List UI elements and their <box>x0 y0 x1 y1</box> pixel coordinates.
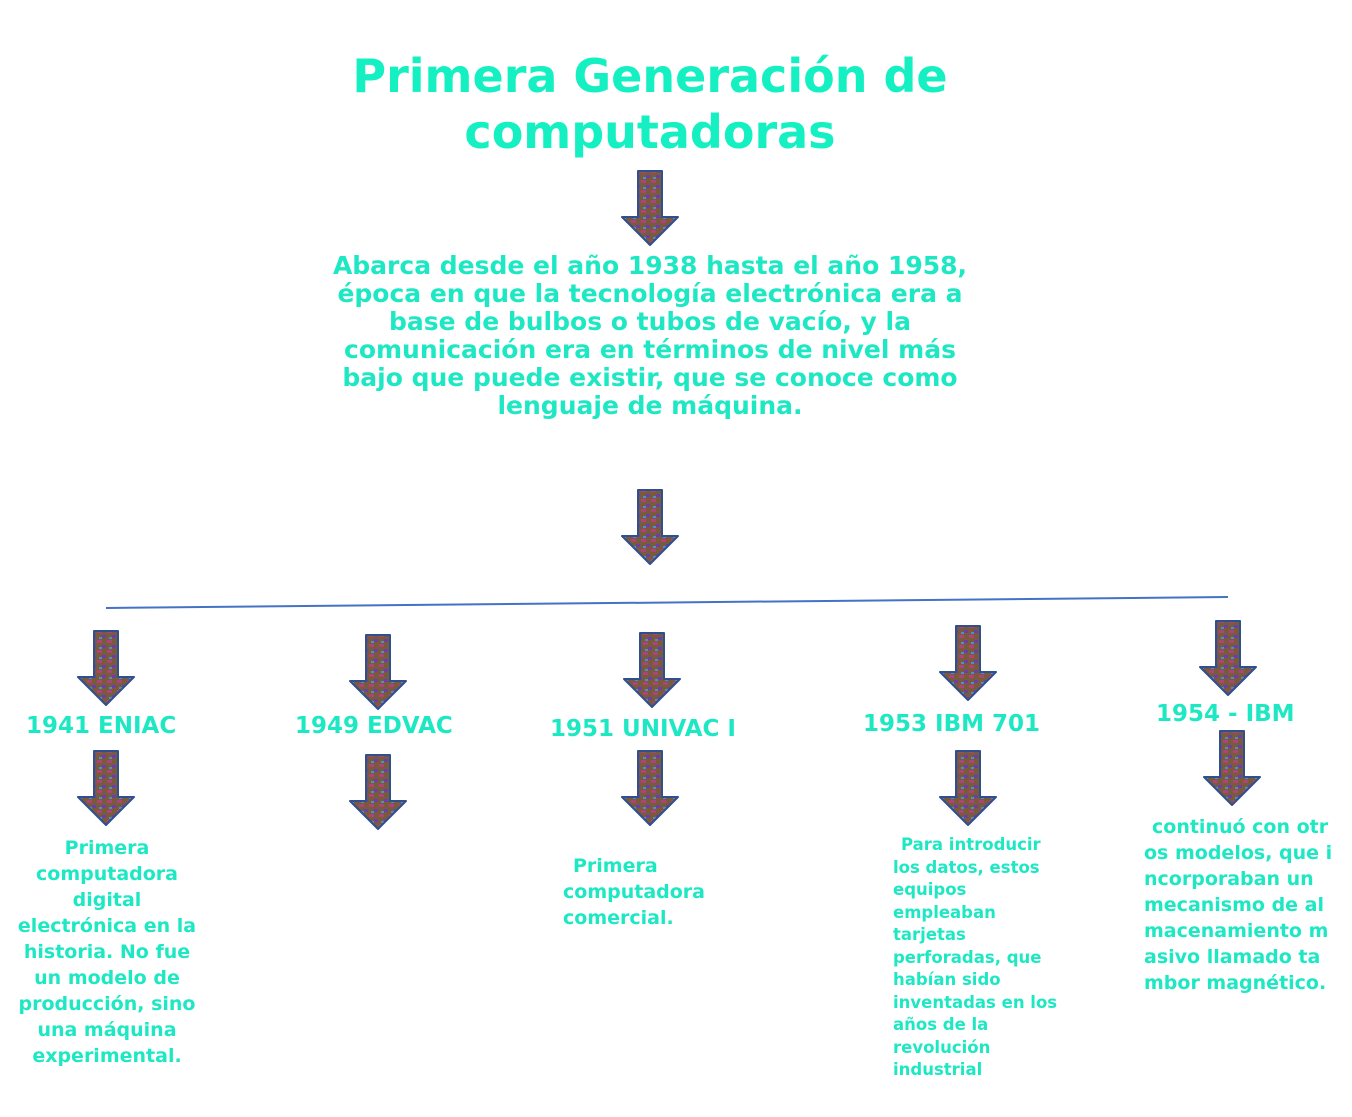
down-arrow-icon <box>77 630 135 706</box>
branch-label-eniac: 1941 ENIAC <box>26 713 177 739</box>
branch-label-ibm701: 1953 IBM 701 <box>863 711 1041 737</box>
down-arrow-icon <box>939 625 997 701</box>
branch-label-edvac: 1949 EDVAC <box>295 713 453 739</box>
branch-label-ibm1954: 1954 - IBM <box>1156 701 1295 727</box>
branch-description-univac: Primera computadora comercial. <box>563 855 705 929</box>
branch-description-ibm1954: continuó con otros modelos, que incorpor… <box>1144 816 1333 994</box>
branch-description-eniac: Primera computadora digital electrónica … <box>17 837 197 1067</box>
down-arrow-icon <box>1203 730 1261 806</box>
branch-label-univac: 1951 UNIVAC I <box>550 716 736 742</box>
intro-text: Abarca desde el año 1938 hasta el año 19… <box>332 251 968 420</box>
down-arrow-icon <box>621 750 679 826</box>
down-arrow-icon <box>349 754 407 830</box>
down-arrow-icon <box>1199 620 1257 696</box>
down-arrow-icon <box>621 489 679 565</box>
down-arrow-icon <box>623 632 681 708</box>
page-title: Primera Generación de computadoras <box>352 49 948 159</box>
down-arrow-icon <box>621 170 679 246</box>
down-arrow-icon <box>349 634 407 710</box>
down-arrow-icon <box>939 750 997 826</box>
branch-description-ibm701: Para introducir los datos, estos equipos… <box>893 835 1058 1079</box>
down-arrow-icon <box>77 750 135 826</box>
